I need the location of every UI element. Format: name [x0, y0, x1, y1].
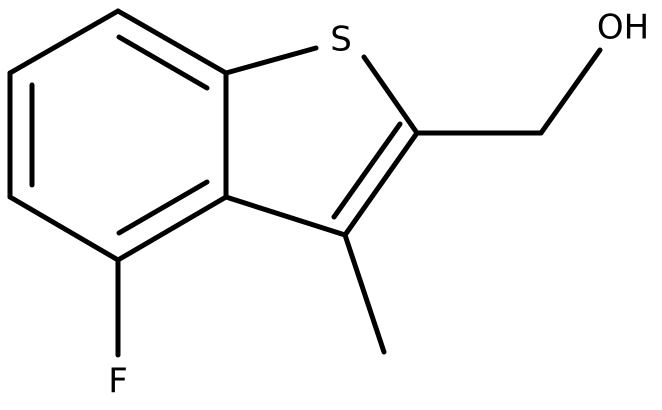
double-bond-c7-c7a-inner	[116, 34, 210, 91]
bond-s-c2	[361, 54, 420, 136]
double-bond-c4-c3a-inner	[116, 179, 210, 236]
bond-c7a-c7	[115, 8, 229, 76]
hydroxyl-atom-label: OH	[597, 8, 649, 48]
bond-c7a-s	[223, 45, 319, 76]
double-bond-c2-c3-inner	[331, 121, 403, 220]
bond-ch2-o	[538, 47, 603, 136]
fluorine-atom-label: F	[108, 362, 128, 402]
sulfur-atom-label: S	[330, 20, 352, 60]
bond-c7-c6	[7, 8, 121, 76]
bond-c3-methyl	[342, 232, 387, 355]
bond-c3-c3a	[223, 194, 348, 238]
bond-c2-c3	[342, 130, 420, 238]
bond-c5-c4	[7, 194, 121, 263]
bond-c4-c3a	[115, 194, 229, 263]
